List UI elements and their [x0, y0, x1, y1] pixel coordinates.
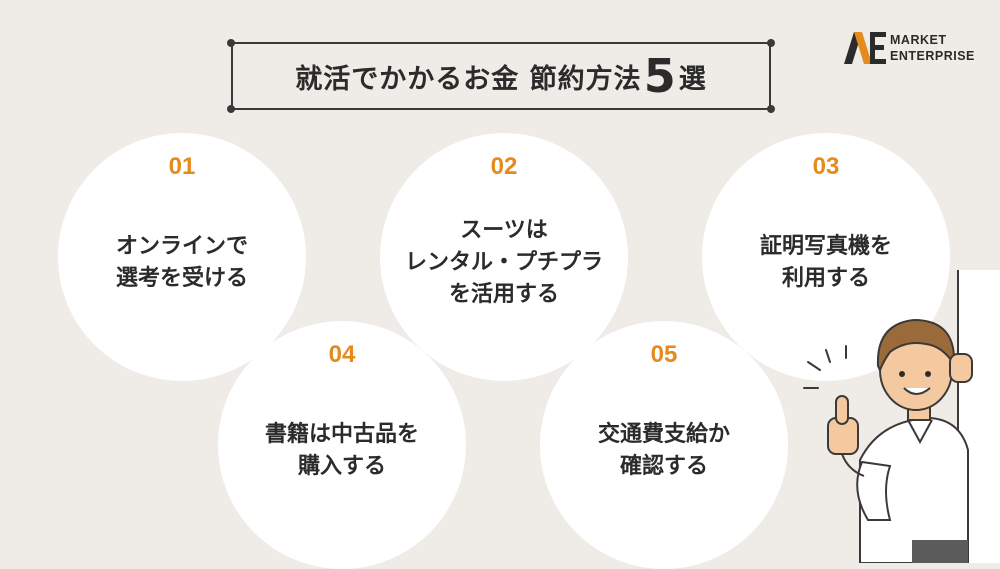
tip-number: 03 — [812, 153, 840, 180]
title-frame: 就活でかかるお金 節約方法 5 選 — [227, 39, 775, 113]
tip-line: 選考を受ける — [115, 266, 248, 291]
brand-logo: MARKET ENTERPRISE — [842, 28, 992, 72]
tip-number: 02 — [490, 153, 518, 180]
hand-icon — [949, 353, 973, 383]
title-number: 5 — [643, 49, 677, 103]
tip-line: 利用する — [781, 266, 870, 291]
tip-line: 書籍は中古品を — [264, 422, 419, 447]
tip-label: スーツは レンタル・プチプラ を活用する — [405, 171, 603, 355]
title-suffix: 選 — [678, 63, 707, 95]
tip-line: レンタル・プチプラ — [404, 250, 603, 275]
tip-number: 05 — [650, 341, 678, 368]
sparkle-lines — [803, 345, 847, 389]
tip-card-2: 02 スーツは レンタル・プチプラ を活用する — [380, 133, 628, 381]
tip-label: 交通費支給か 確認する — [598, 359, 730, 543]
logo-text: MARKET ENTERPRISE — [890, 32, 975, 64]
tip-line: 交通費支給か — [597, 422, 730, 447]
title-frame-right — [769, 42, 771, 110]
page-title: 就活でかかるお金 節約方法 5 選 — [231, 42, 771, 110]
tip-label: 書籍は中古品を 購入する — [265, 359, 419, 543]
tip-card-4: 04 書籍は中古品を 購入する — [218, 321, 466, 569]
tip-line: オンラインで — [115, 234, 248, 259]
thumb-icon — [835, 395, 849, 425]
market-enterprise-logo-icon — [844, 32, 886, 64]
tip-line: スーツは — [460, 218, 548, 243]
tip-line: を活用する — [448, 282, 559, 307]
tip-number: 01 — [168, 153, 196, 180]
title-main: 就活でかかるお金 節約方法 — [295, 63, 642, 95]
tip-number: 04 — [328, 341, 356, 368]
tip-card-5: 05 交通費支給か 確認する — [540, 321, 788, 569]
logo-line2: ENTERPRISE — [890, 49, 975, 63]
tip-card-1: 01 オンラインで 選考を受ける — [58, 133, 306, 381]
tip-label: オンラインで 選考を受ける — [116, 171, 248, 355]
tip-line: 購入する — [297, 454, 386, 479]
tip-line: 確認する — [619, 454, 708, 479]
tip-line: 証明写真機を — [759, 234, 892, 259]
logo-line1: MARKET — [890, 33, 947, 47]
thumbs-up-person-illustration — [803, 270, 1000, 563]
title-frame-left — [231, 42, 233, 110]
tip-label: 証明写真機を 利用する — [760, 171, 892, 355]
